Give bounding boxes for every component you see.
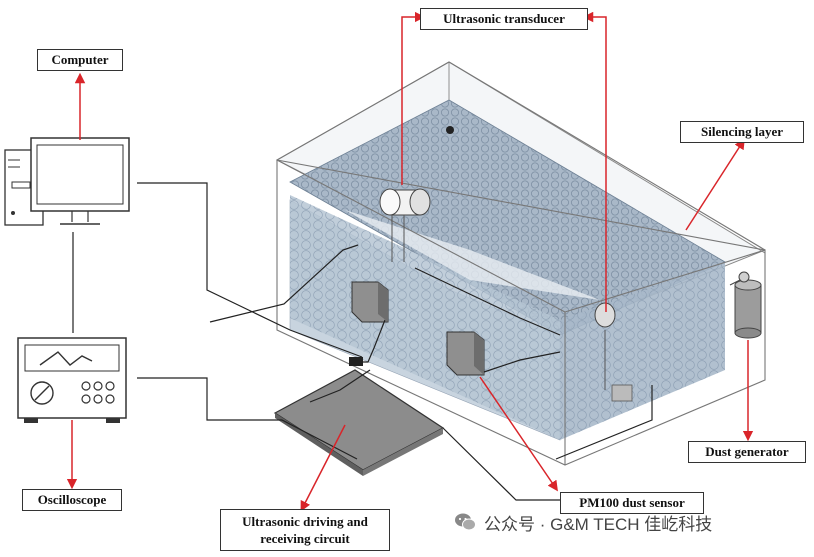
arrow-silencing-layer [686,143,742,230]
computer-device [5,138,129,225]
wechat-icon [454,512,476,532]
label-silencing-layer: Silencing layer [680,121,804,143]
label-ultrasonic-transducer: Ultrasonic transducer [420,8,588,30]
oscilloscope-device [18,338,126,423]
pm100-sensor-1 [352,282,388,322]
top-sensor-dot [446,126,454,134]
watermark-text: 公众号 · G&M TECH 佳屹科技 [484,510,712,535]
label-dust-generator: Dust generator [688,441,806,463]
label-computer: Computer [37,49,123,71]
label-driving-circuit: Ultrasonic driving and receiving circuit [220,509,390,551]
pm100-sensor-2 [447,332,484,375]
circuit-board [275,370,443,476]
label-oscilloscope: Oscilloscope [22,489,122,511]
dust-generator [730,272,761,338]
watermark: 公众号 · G&M TECH 佳屹科技 [454,508,799,536]
